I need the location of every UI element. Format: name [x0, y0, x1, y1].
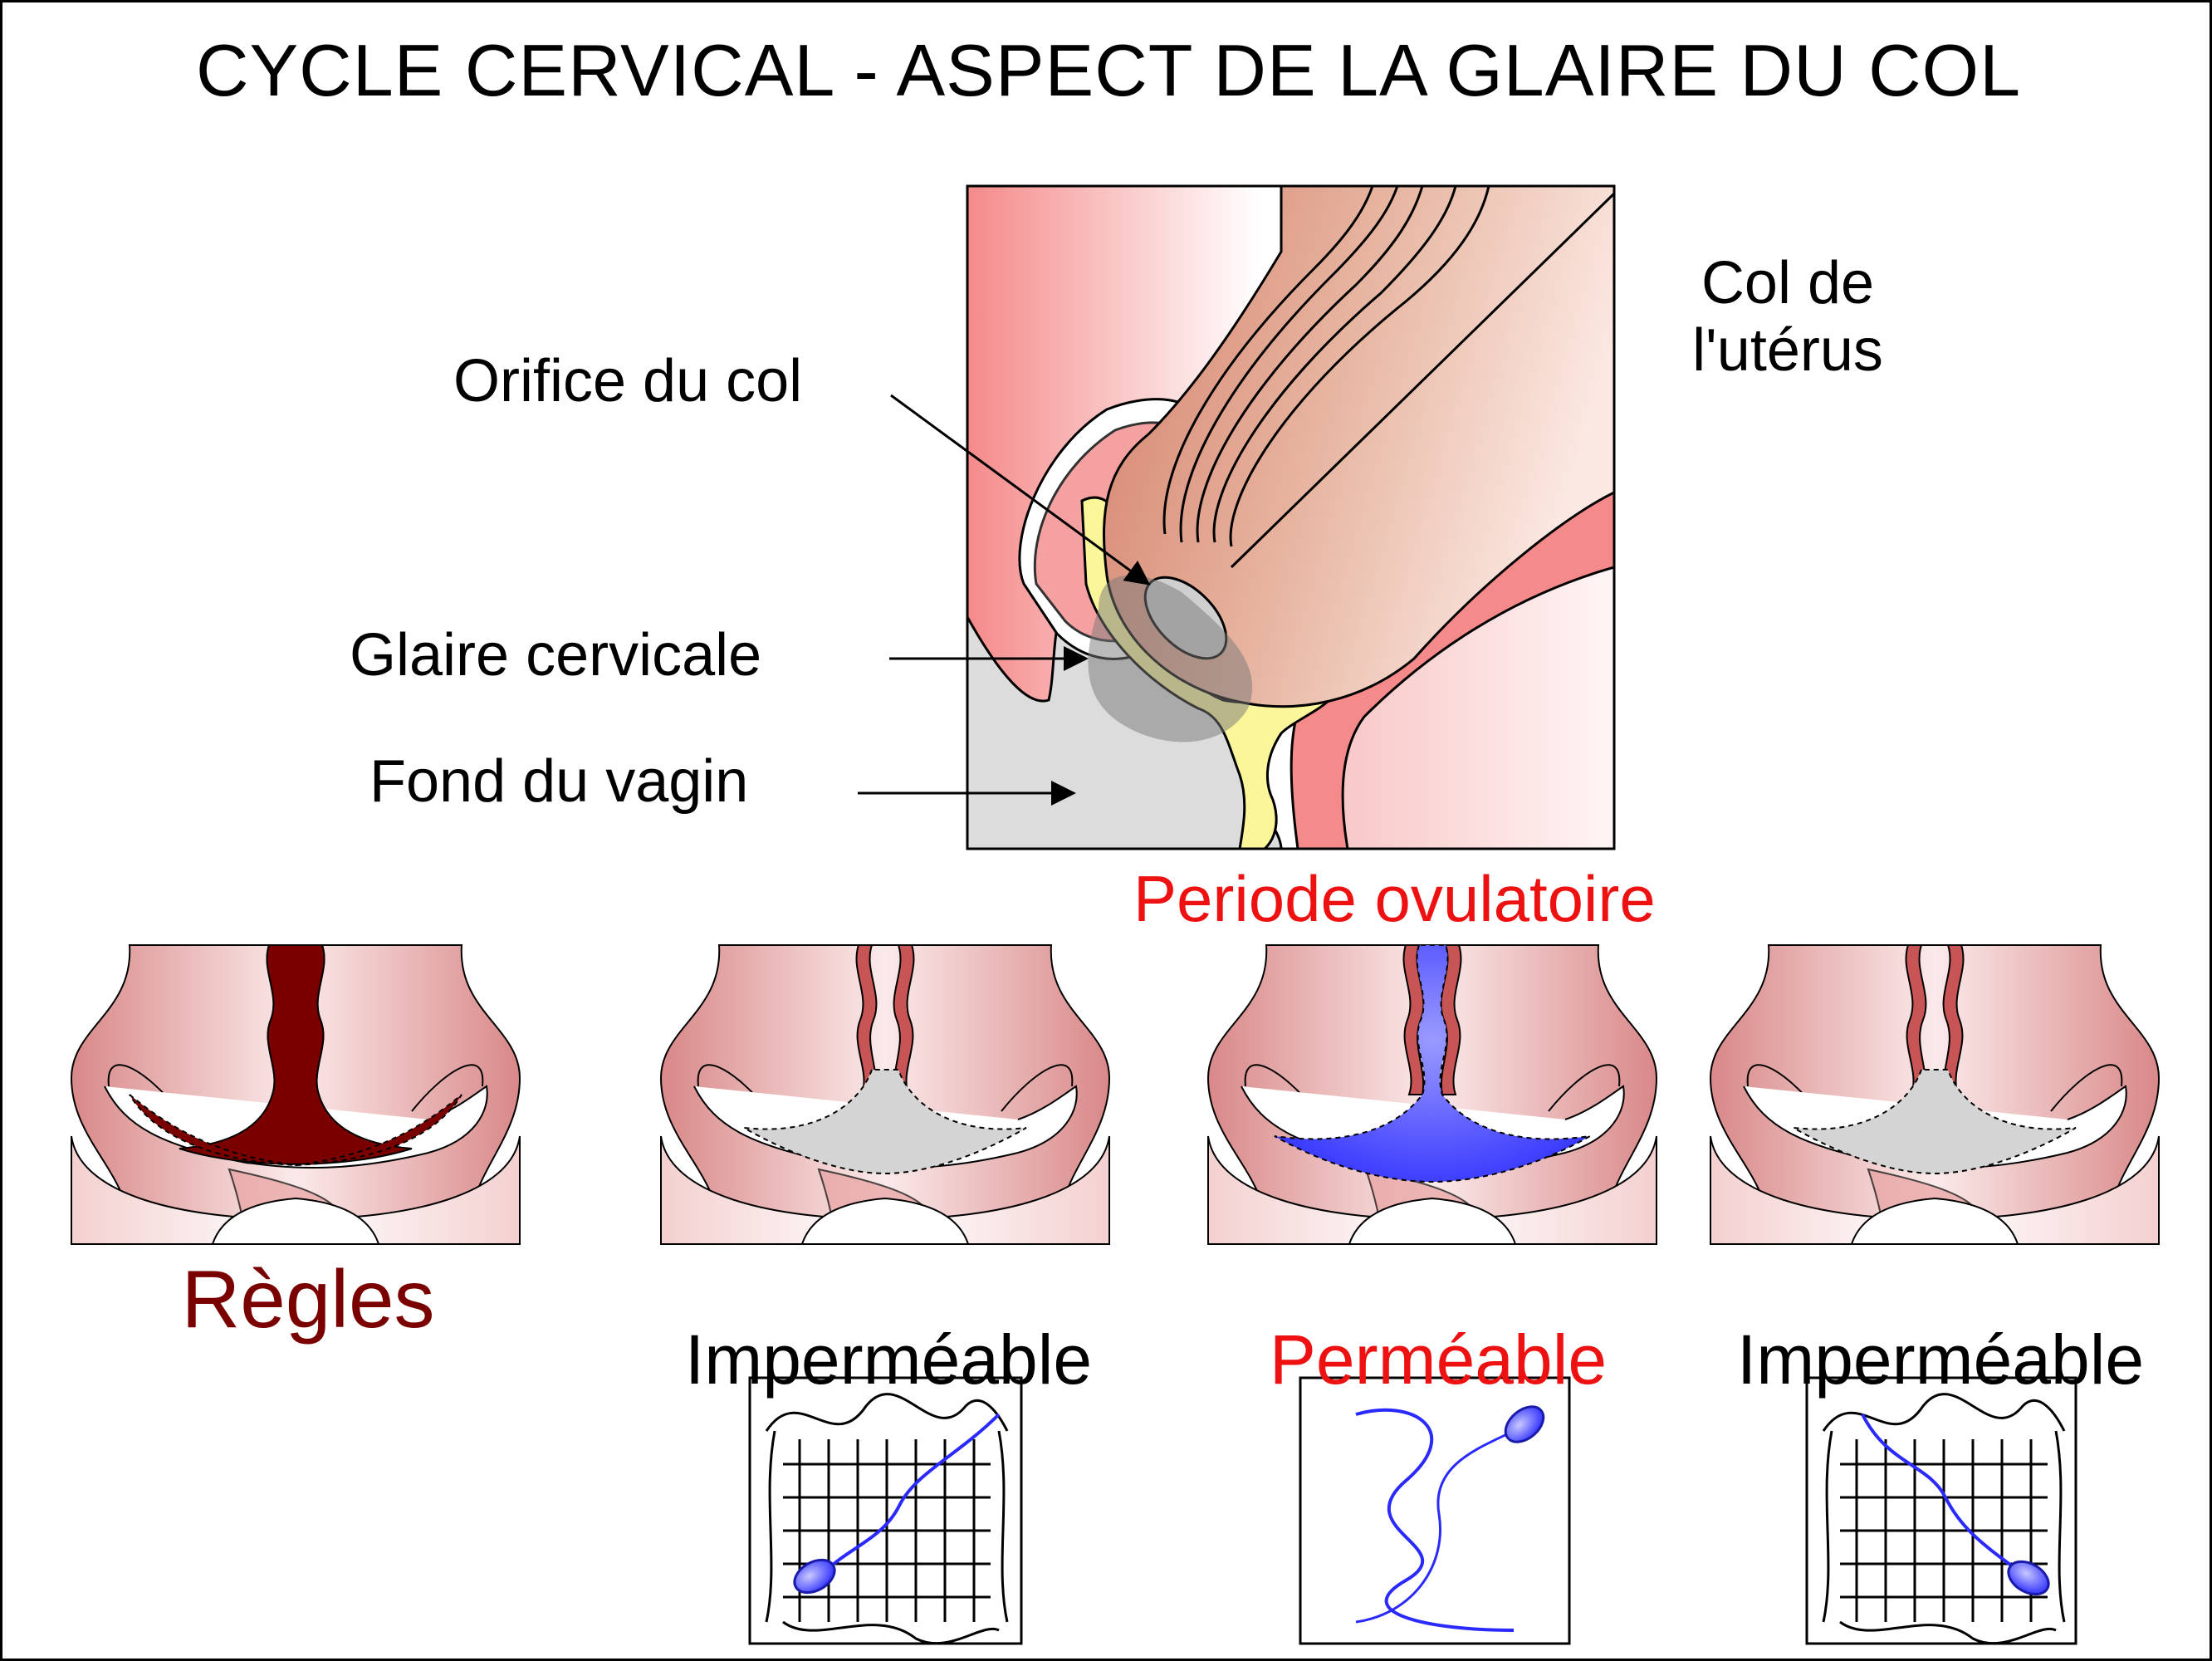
mucus-mesh-impermeable-2: [1805, 1376, 2077, 1645]
phase-label-text: Imperméable: [684, 1320, 1093, 1399]
label-periode-ovulatoire: Periode ovulatoire: [1133, 862, 1656, 935]
diagram-title: CYCLE CERVICAL - ASPECT DE LA GLAIRE DU …: [195, 29, 2022, 111]
phase-diagram-permeable: [1207, 944, 1657, 1245]
annotation-arrows: [858, 394, 1151, 806]
phase-label-text: Perméable: [1269, 1320, 1608, 1399]
label-col-line-2: l'utérus: [1692, 316, 1883, 384]
mucus-mesh-impermeable-1: [748, 1376, 1023, 1645]
label-col-line-1: Col de: [1701, 250, 1875, 316]
label-glaire-cervicale: Glaire cervicale: [350, 622, 762, 688]
phase-diagram-impermeable-1: [660, 944, 1110, 1245]
phase-diagram-regles: [71, 944, 521, 1245]
mucus-mesh-permeable: [1299, 1376, 1571, 1645]
arrow-orifice: [890, 394, 1151, 586]
phase-label-text: Règles: [181, 1253, 435, 1345]
label-orifice-du-col: Orifice du col: [453, 348, 803, 414]
cervix-cross-section: [966, 184, 1616, 850]
phase-diagram-impermeable-2: [1710, 944, 2160, 1245]
phase-label-text: Imperméable: [1736, 1320, 2145, 1399]
label-fond-du-vagin: Fond du vagin: [369, 748, 749, 815]
